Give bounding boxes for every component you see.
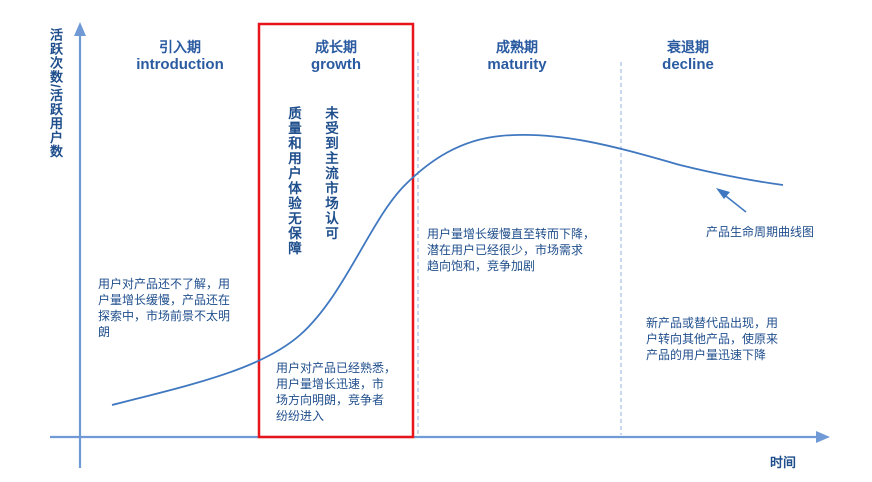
stage-decline-zh: 衰退期 — [667, 39, 709, 55]
note-line: 场方向明朗，竞争者 — [276, 393, 385, 407]
note-line: 趋向饱和，竞争加剧 — [427, 259, 536, 273]
growth-column-recognition: 未受到主流市场认可 — [323, 106, 338, 241]
growth-highlight-box — [257, 22, 415, 439]
curve-label: 产品生命周期曲线图 — [706, 225, 815, 239]
note-introduction: 用户对产品还不了解，用 户量增长缓慢，产品还在 探索中，市场前景不太明 朗 — [98, 276, 230, 340]
stage-introduction-en: introduction — [136, 56, 224, 73]
note-line: 用户量增长迅速，市 — [276, 377, 385, 391]
stage-maturity-zh: 成熟期 — [496, 39, 538, 55]
note-line: 探索中，市场前景不太明 — [98, 309, 231, 323]
note-maturity: 用户量增长缓慢直至转而下降， 潜在用户已经很少，市场需求 趋向饱和，竞争加剧 — [427, 226, 595, 274]
stage-growth-title: 成长期 growth — [276, 38, 396, 74]
growth-column-quality: 质量和用户体验无保障 — [286, 106, 301, 256]
stage-growth-en: growth — [311, 56, 361, 73]
y-axis-arrow — [74, 22, 86, 36]
x-axis-arrow — [816, 431, 830, 443]
note-growth: 用户对产品已经熟悉， 用户量增长迅速，市 场方向明朗，竞争者 纷纷进入 — [276, 360, 396, 424]
stage-maturity-title: 成熟期 maturity — [457, 38, 577, 74]
note-line: 户量增长缓慢，产品还在 — [98, 293, 231, 307]
note-line: 用户对产品已经熟悉， — [276, 361, 397, 375]
stage-growth-zh: 成长期 — [315, 39, 357, 55]
note-line: 用户量增长缓慢直至转而下降， — [427, 227, 596, 241]
note-line: 潜在用户已经很少，市场需求 — [427, 243, 584, 257]
note-decline: 新产品或替代品出现，用 户转向其他产品，使原来 产品的用户量迅速下降 — [646, 315, 778, 363]
curve-label-pointer-head — [716, 188, 730, 199]
stage-maturity-en: maturity — [487, 56, 547, 73]
note-line: 户转向其他产品，使原来 — [646, 332, 779, 346]
stage-introduction-zh: 引入期 — [159, 39, 201, 55]
note-line: 朗 — [98, 325, 111, 339]
stage-decline-en: decline — [662, 56, 714, 73]
note-line: 纷纷进入 — [276, 409, 325, 423]
lifecycle-curve — [111, 133, 784, 406]
note-line: 用户对产品还不了解，用 — [98, 277, 231, 291]
x-axis-label: 时间 — [770, 455, 797, 470]
y-axis-label: 活跃次数/活跃用户数 — [48, 28, 63, 159]
note-line: 产品的用户量迅速下降 — [646, 348, 767, 362]
stage-introduction-title: 引入期 introduction — [120, 38, 240, 74]
stage-decline-title: 衰退期 decline — [628, 38, 748, 74]
note-line: 新产品或替代品出现，用 — [646, 316, 779, 330]
